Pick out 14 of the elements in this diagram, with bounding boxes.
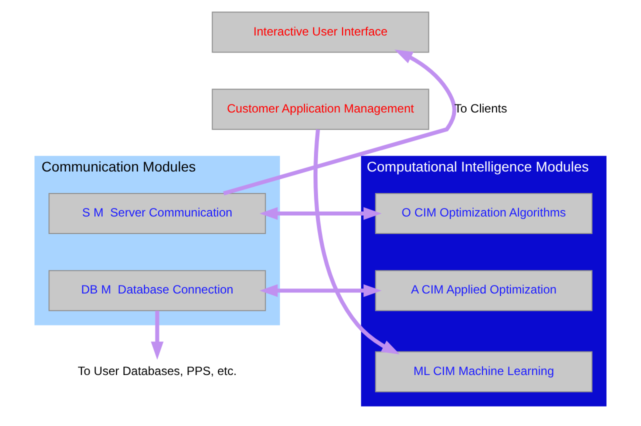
node-box: S M Server Communication: [48, 192, 266, 234]
arrow: [150, 310, 164, 360]
node-box: Customer Application Management: [212, 88, 430, 130]
node-text: To User Databases, PPS, etc.: [78, 364, 237, 378]
arrow: [223, 50, 456, 196]
arrow: [260, 284, 382, 297]
node-box: Interactive User Interface: [212, 12, 430, 53]
edge-label: To Clients: [454, 101, 508, 116]
node-box: O CIM Optimization Algorithms: [375, 192, 592, 234]
node-box: ML CIM Machine Learning: [375, 351, 592, 392]
node-box: A CIM Applied Optimization: [375, 270, 592, 312]
node-box: DB M Database Connection: [48, 270, 266, 312]
arrow: [314, 129, 400, 354]
arrow: [260, 207, 382, 220]
